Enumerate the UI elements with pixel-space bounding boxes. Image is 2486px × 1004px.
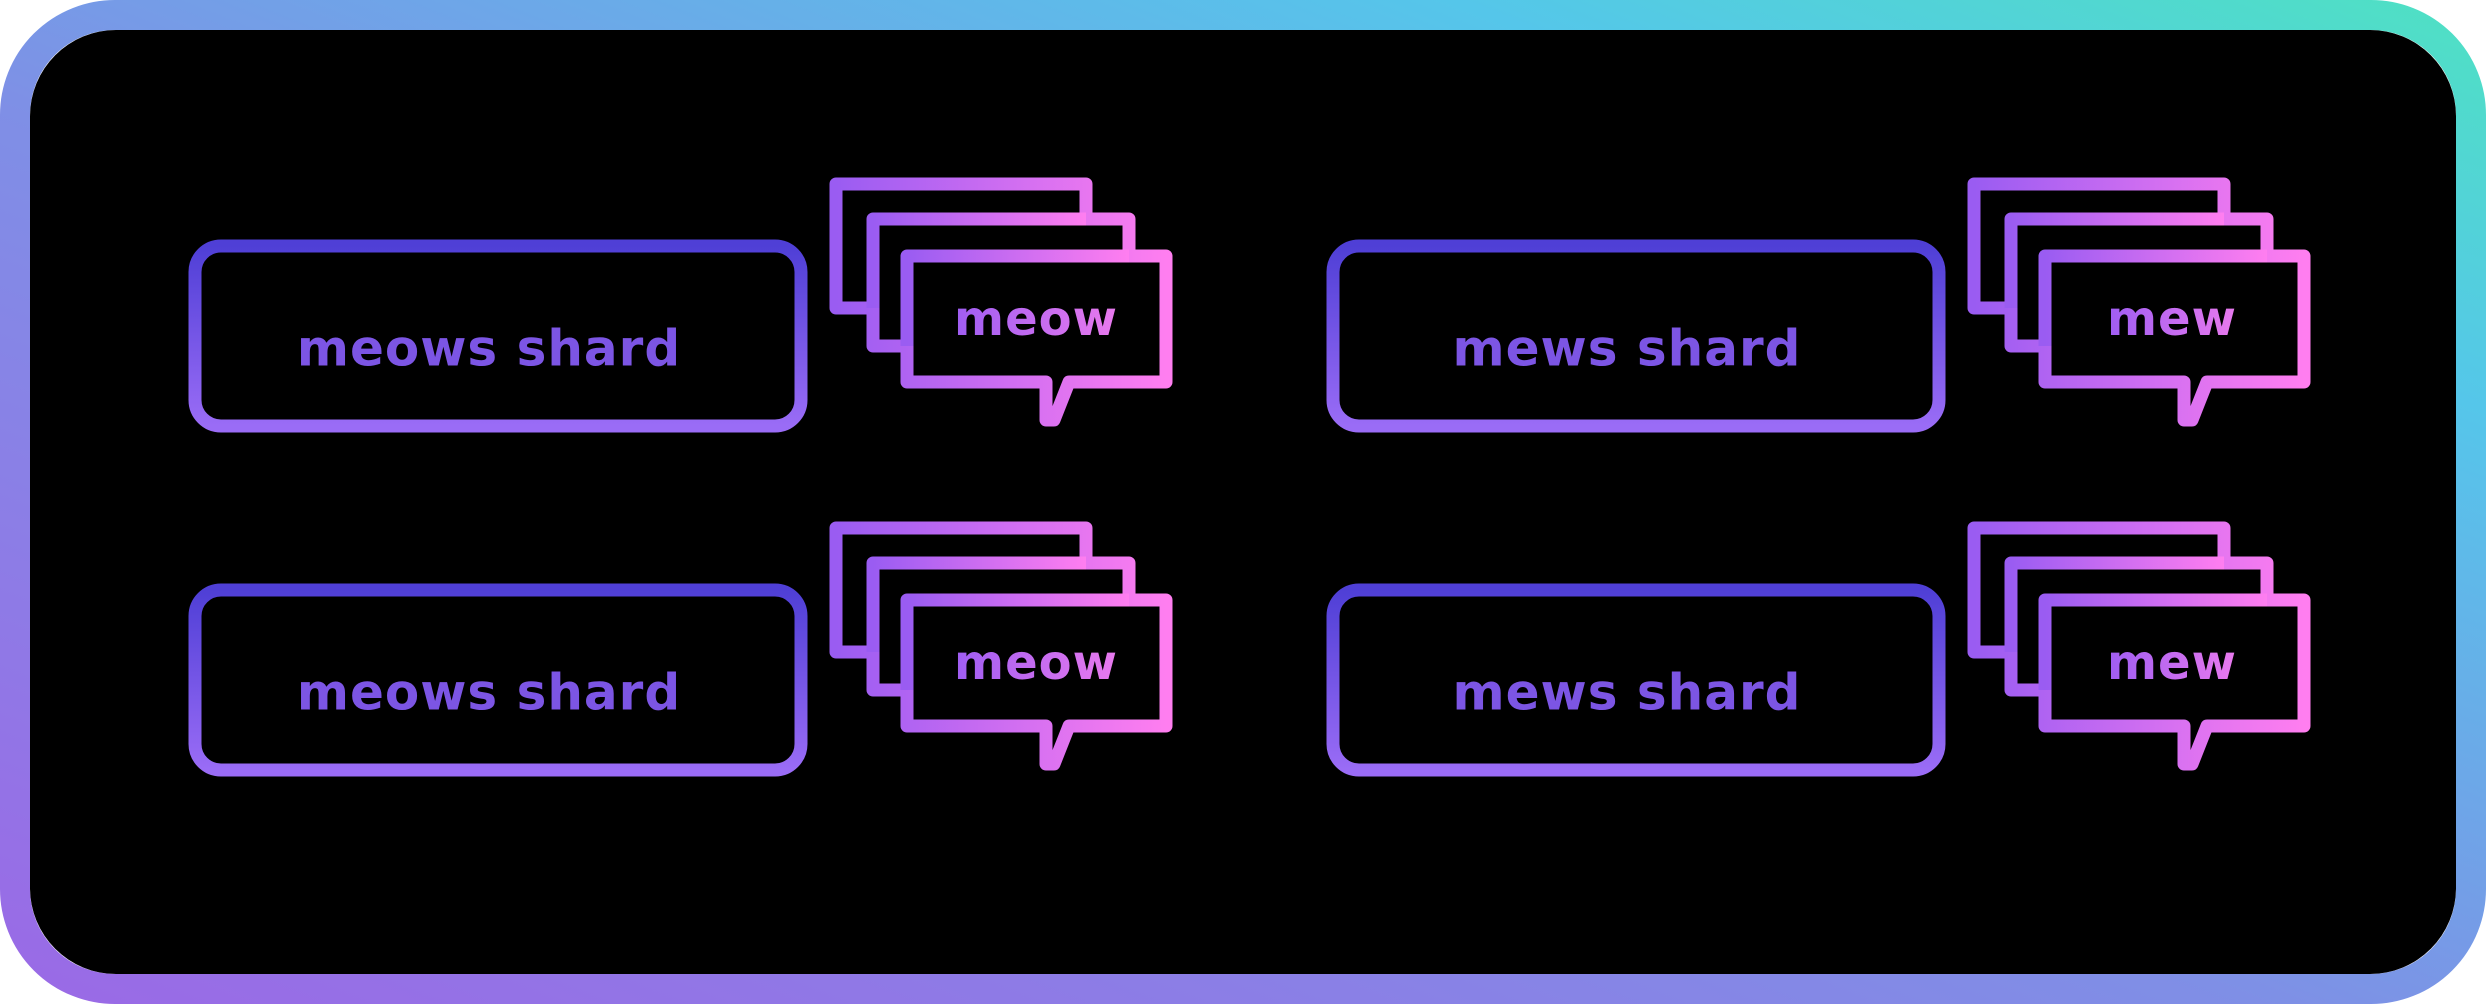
shard-label: meows shard [297, 664, 681, 722]
quadrant-bottom-left: meows shard meow [188, 521, 1173, 777]
shard-label: mews shard [1453, 664, 1802, 722]
shard-box [1326, 583, 1946, 777]
shard-box [188, 583, 808, 777]
bubble-label: meow [954, 635, 1118, 691]
bubble-label: meow [954, 291, 1118, 347]
quadrant-top-right: mews shard mew [1326, 177, 2311, 433]
shard-label: meows shard [297, 320, 681, 378]
message-stack-icon [829, 521, 1173, 771]
shard-box [1326, 239, 1946, 433]
message-stack-icon [1967, 521, 2311, 771]
canvas-background [30, 30, 2456, 974]
bubble-label: mew [2107, 291, 2237, 347]
message-stack-icon [1967, 177, 2311, 427]
shard-box [188, 239, 808, 433]
bubble-label: mew [2107, 635, 2237, 691]
shard-label: mews shard [1453, 320, 1802, 378]
message-stack-icon [829, 177, 1173, 427]
quadrant-top-left: meows shard meow [188, 177, 1173, 433]
quadrant-bottom-right: mews shard mew [1326, 521, 2311, 777]
